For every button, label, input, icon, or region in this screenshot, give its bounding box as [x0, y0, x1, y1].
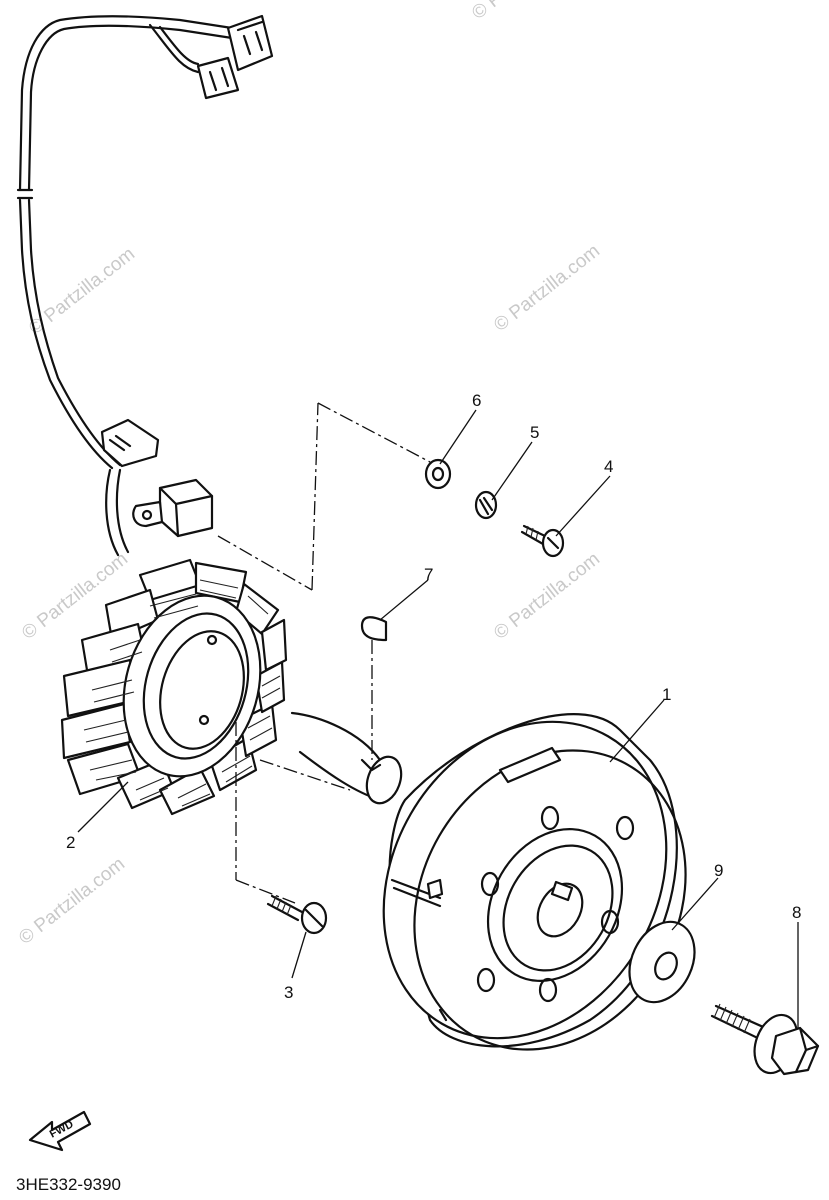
- woodruff-key: [360, 616, 388, 642]
- leader-lines: [77, 409, 799, 1028]
- callout-1: 1: [662, 685, 671, 704]
- washer-6: [424, 458, 452, 490]
- callout-6: 6: [472, 391, 481, 410]
- washer-9: [628, 920, 696, 1004]
- callouts: 6 5 4 7 1 2 3 9 8: [66, 391, 801, 1002]
- bolt-8: [710, 1003, 820, 1076]
- watermark: © Partzilla.com: [468, 0, 582, 24]
- forward-arrow-icon: FWD: [28, 1110, 92, 1152]
- diagram-code: 3HE332-9390: [16, 1175, 121, 1194]
- assembly-lines: [217, 402, 431, 904]
- screw-4: [520, 524, 565, 558]
- callout-9: 9: [714, 861, 723, 880]
- lock-washer-5: [474, 490, 498, 520]
- watermark: © Partzilla.com: [15, 854, 129, 949]
- callout-7: 7: [424, 565, 433, 584]
- wire-harness: [16, 14, 274, 557]
- callout-3: 3: [284, 983, 293, 1002]
- flywheel-rotor: [382, 713, 687, 1051]
- screw-3: [266, 894, 328, 935]
- stator-coil: [60, 558, 288, 816]
- callout-5: 5: [530, 423, 539, 442]
- crankshaft-stub: [290, 711, 403, 805]
- callout-8: 8: [792, 903, 801, 922]
- watermark: © Partzilla.com: [490, 549, 604, 644]
- callout-4: 4: [604, 457, 613, 476]
- watermark: © Partzilla.com: [490, 241, 604, 336]
- callout-2: 2: [66, 833, 75, 852]
